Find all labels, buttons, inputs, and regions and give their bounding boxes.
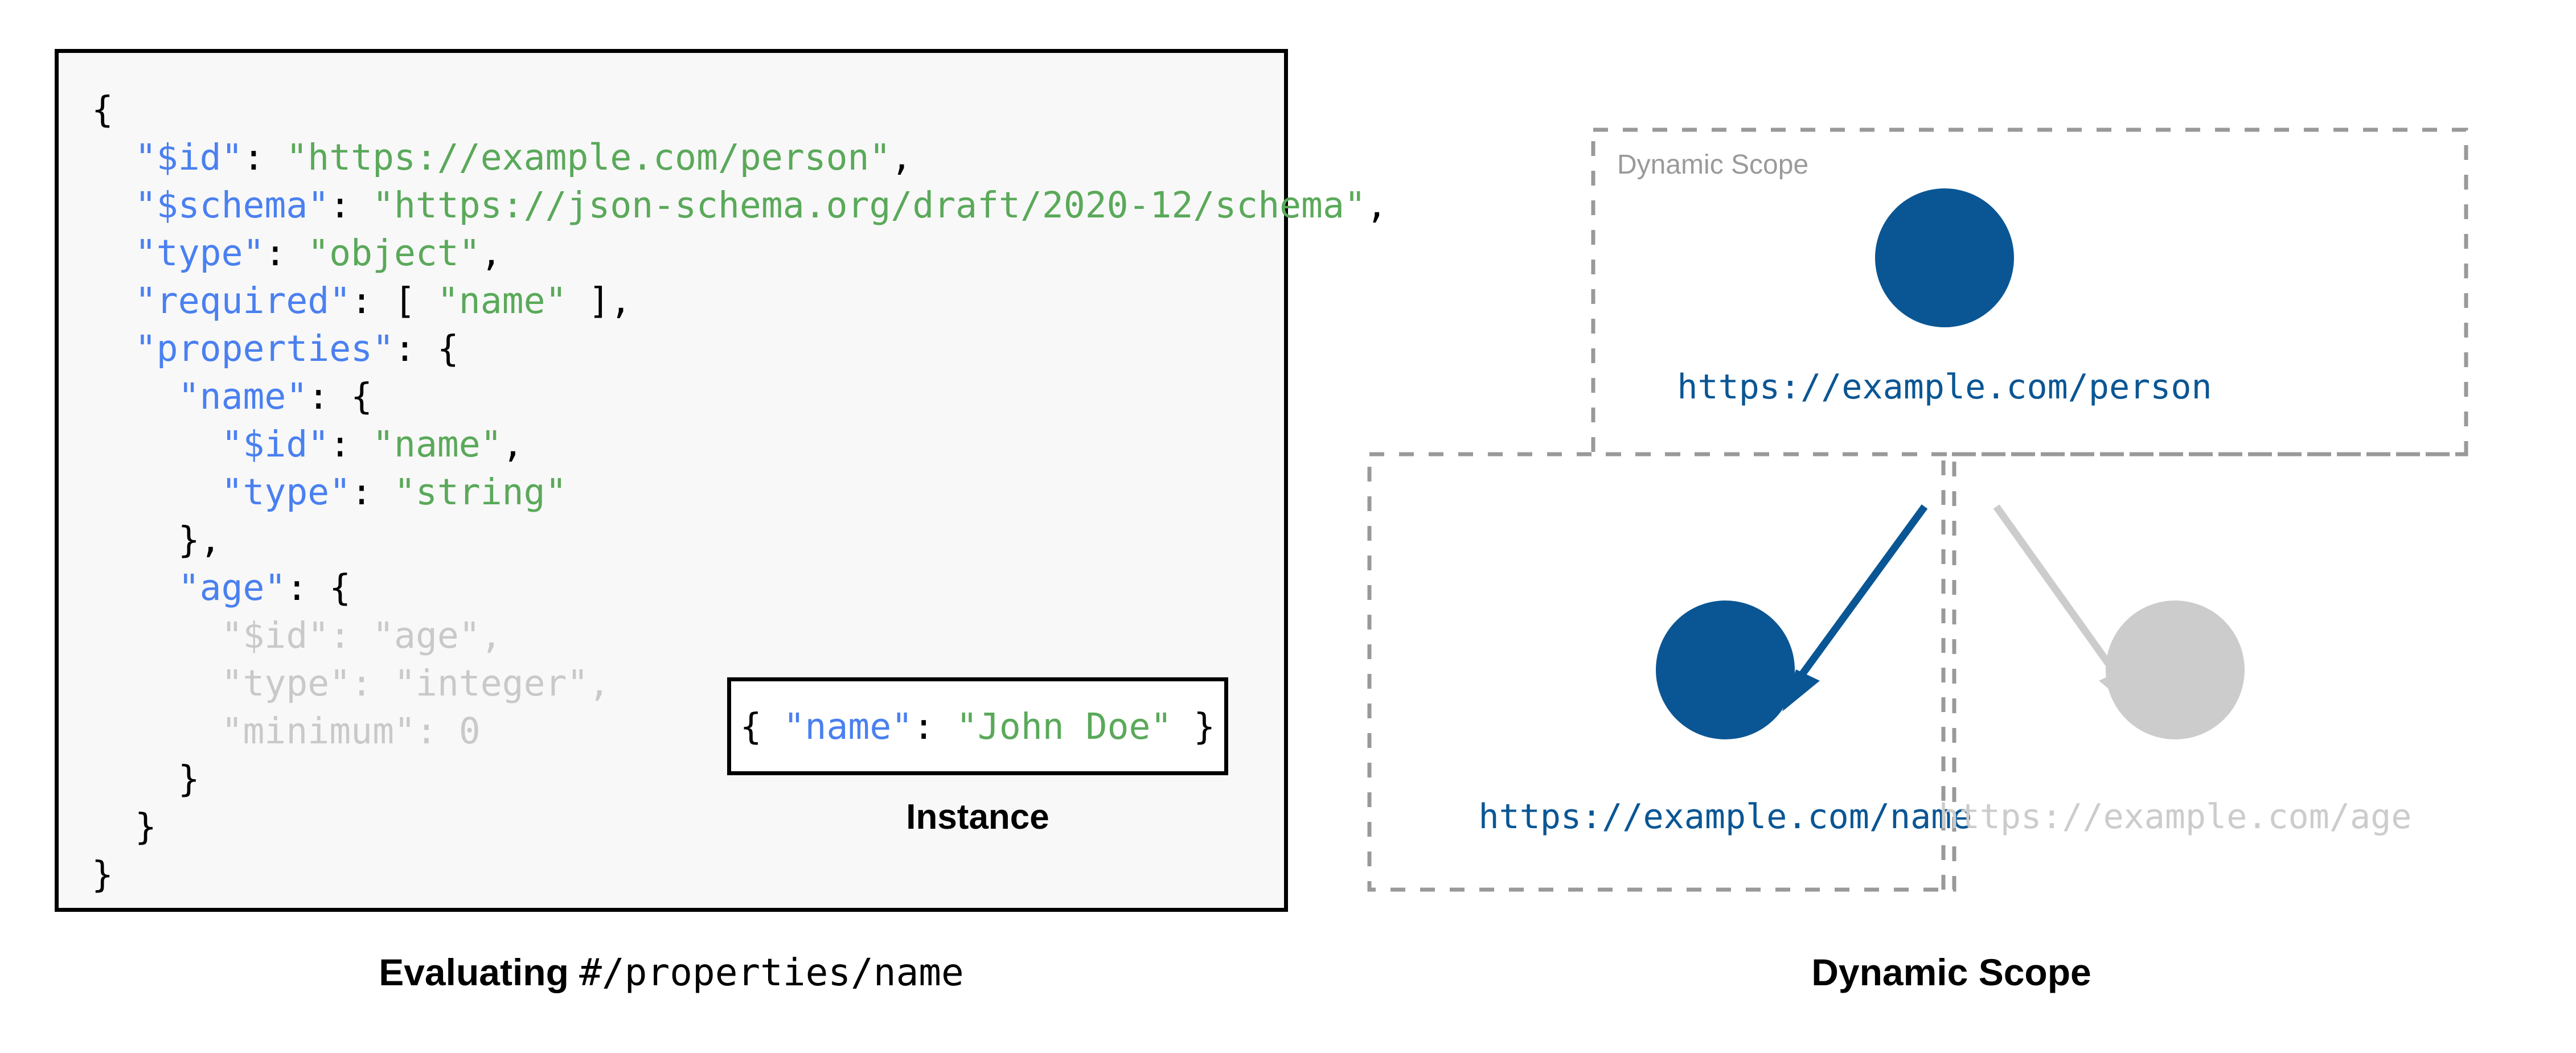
node-label-age: https://example.com/age bbox=[1938, 797, 2412, 837]
node-circle-person bbox=[1875, 188, 2014, 327]
instance-box: { "name": "John Doe" } bbox=[727, 677, 1228, 775]
instance-code-text: { "name": "John Doe" } bbox=[740, 705, 1216, 747]
diagram-caption: Dynamic Scope bbox=[1811, 951, 2091, 993]
scope-box-name bbox=[1367, 452, 1956, 892]
dynamic-scope-diagram: Dynamic Scope https://example.com/person… bbox=[1327, 0, 2576, 1053]
evaluating-caption: Evaluating #/properties/name bbox=[55, 951, 1288, 994]
arrow-person-to-name bbox=[1782, 504, 1928, 711]
evaluating-caption-bold: Evaluating bbox=[379, 951, 580, 993]
node-label-person: https://example.com/person bbox=[1677, 367, 2212, 407]
scope-box-label: Dynamic Scope bbox=[1617, 150, 1809, 180]
scope-box-age bbox=[1941, 452, 2466, 890]
diagram-canvas bbox=[1367, 127, 2468, 892]
scope-box-person bbox=[1591, 127, 2468, 456]
node-circle-age bbox=[2106, 600, 2245, 739]
node-circle-name bbox=[1656, 600, 1795, 739]
schema-code-panel: { "$id": "https://example.com/person", "… bbox=[55, 49, 1388, 912]
evaluating-caption-pointer: #/properties/name bbox=[579, 951, 964, 994]
node-label-name: https://example.com/name bbox=[1478, 797, 1972, 837]
instance-caption: Instance bbox=[906, 797, 1049, 837]
schema-code-text: { "$id": "https://example.com/person", "… bbox=[92, 89, 1388, 895]
